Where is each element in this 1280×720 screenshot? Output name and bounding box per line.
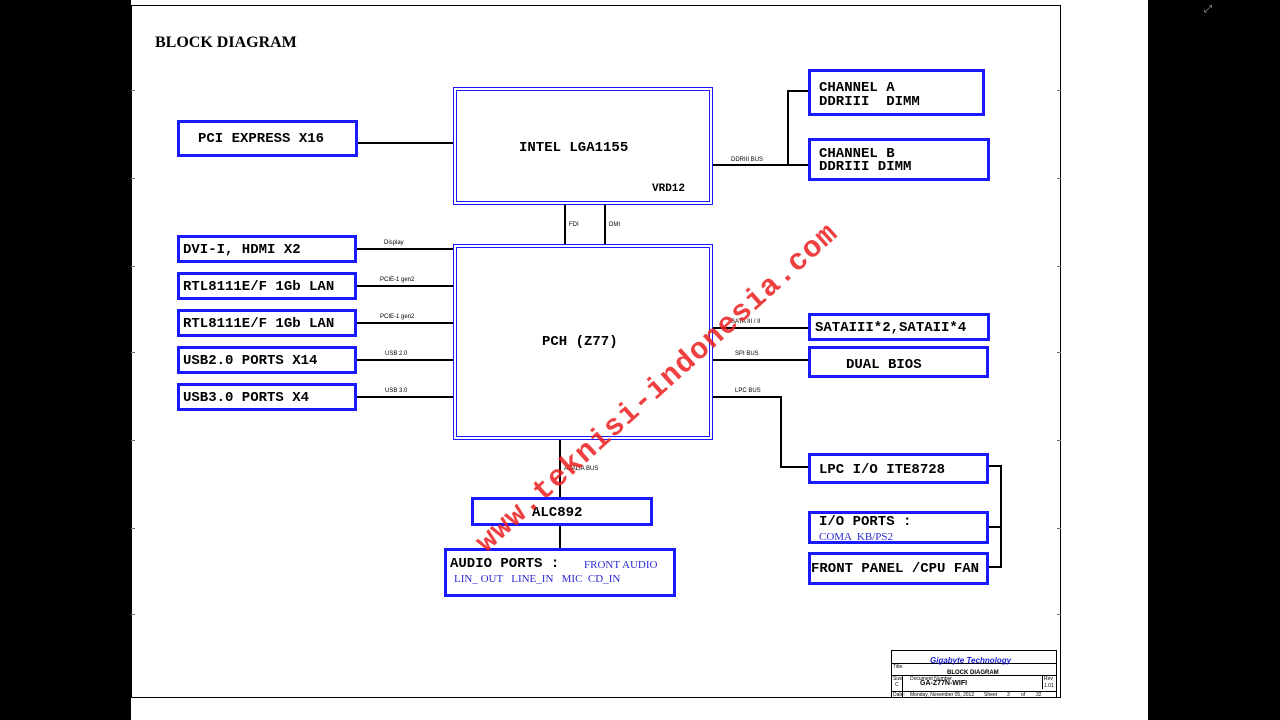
pch-block: PCH (Z77) [453,244,713,440]
tb-document: GA-Z77N-WIFI [920,680,968,687]
diagram-title: BLOCK DIAGRAM [155,34,297,51]
audio-front-label: FRONT AUDIO [584,559,658,571]
frame-tick [1057,90,1061,91]
tb-rev: 1.01 [1044,683,1054,689]
tb-rev-label: Rev [1044,676,1053,682]
frame-tick [1057,178,1061,179]
bus-label-usb2: USB 2.0 [385,351,408,357]
alc892-block: ALC892 [471,497,653,526]
channel-b-line2: DDRIII DIMM [819,159,912,175]
frame-tick [131,352,135,353]
front-panel-block: FRONT PANEL /CPU FAN [808,552,989,585]
cpu-label: INTEL LGA1155 [519,140,629,156]
lan1-block: RTL8111E/F 1Gb LAN [177,272,357,300]
tb-sheet: 3 [1007,692,1010,698]
frame-tick [1057,266,1061,267]
channel-b-block: CHANNEL B DDRIII DIMM [808,138,990,181]
pch-label: PCH (Z77) [542,334,618,350]
frame-tick [1057,528,1061,529]
channel-a-line1: CHANNEL A [819,80,895,96]
usb2-block: USB2.0 PORTS X14 [177,346,357,374]
title-block: Title Size C Document Number Rev 1.01 Da… [891,650,1057,698]
bus-label-pcie1: PCIE-1 gen2 [380,277,415,283]
pcie-block: PCI EXPRESS X16 [177,120,358,157]
usb3-block: USB3.0 PORTS X4 [177,383,357,411]
bus-label-dmi: DMI [609,222,620,228]
cpu-block: INTEL LGA1155 VRD12 [453,87,713,205]
lan2-label: RTL8111E/F 1Gb LAN [183,316,335,332]
frame-tick [1057,614,1061,615]
dvi-hdmi-label: DVI-I, HDMI X2 [183,242,301,258]
tb-sheet-label: Sheet [984,692,998,698]
frame-tick [131,528,135,529]
tb-date-label: Date: [893,692,905,698]
tb-sheet-title: BLOCK DIAGRAM [947,670,999,676]
vrd-label: VRD12 [652,183,686,195]
dvi-hdmi-block: DVI-I, HDMI X2 [177,235,357,263]
dual-bios-block: DUAL BIOS [808,346,989,378]
io-ports-label: I/O PORTS : [819,514,912,530]
pcie-label: PCI EXPRESS X16 [198,131,325,147]
sata-block: SATAIII*2,SATAII*4 [808,313,990,341]
channel-a-line2: DDRIII DIMM [819,94,920,110]
tb-title-label: Title [893,664,903,670]
bus-label-ddr: DDRIII BUS [731,157,764,163]
io-ports-block: I/O PORTS : COMA KB/PS2 [808,511,989,544]
bus-label-spi: SPI BUS [735,351,759,357]
frame-tick [1057,352,1061,353]
lan1-label: RTL8111E/F 1Gb LAN [183,279,335,295]
frame-tick [1057,440,1061,441]
bus-label-pcie2: PCIE-1 gen2 [380,314,415,320]
frame-tick [131,614,135,615]
bus-label-usb3: USB 3.0 [385,388,408,394]
frame-tick [131,90,135,91]
dual-bios-label: DUAL BIOS [846,357,922,373]
tb-company: Gigabyte Technology [930,656,1012,665]
tb-date: Monday, November 05, 2012 [910,692,975,698]
tb-size-label: Size [893,676,903,682]
bus-label-azalia: AZALIA BUS [564,466,599,472]
tb-doc-label: Document Number [910,676,952,682]
bus-label-sata: SATA III / II [731,319,761,325]
usb3-label: USB3.0 PORTS X4 [183,390,310,406]
frame-tick [131,266,135,267]
io-ports-sub: COMA KB/PS2 [819,531,893,543]
tb-of: 32 [1036,692,1042,698]
tb-size: C [895,682,899,688]
audio-ports-block: AUDIO PORTS : FRONT AUDIO LIN_ OUT LINE_… [444,548,676,597]
front-panel-label: FRONT PANEL /CPU FAN [811,561,980,577]
bus-label-display: Display [384,240,404,246]
channel-b-line1: CHANNEL B [819,146,895,162]
frame-tick [131,440,135,441]
audio-ports-label: AUDIO PORTS : [450,556,560,572]
bus-label-lpc: LPC BUS [735,388,761,394]
alc892-label: ALC892 [532,505,583,521]
channel-a-block: CHANNEL A DDRIII DIMM [808,69,985,116]
usb2-label: USB2.0 PORTS X14 [183,353,318,369]
lpc-io-label: LPC I/O ITE8728 [819,462,946,478]
bus-label-fdi: FDI [569,222,579,228]
sata-label: SATAIII*2,SATAII*4 [815,320,967,336]
fullscreen-icon[interactable]: ⤢ [1204,4,1212,15]
frame-tick [131,178,135,179]
drawing-frame [131,5,1061,698]
lan2-block: RTL8111E/F 1Gb LAN [177,309,357,337]
tb-of-label: of [1021,692,1026,698]
lpc-io-block: LPC I/O ITE8728 [808,453,989,484]
audio-ports-sub: LIN_ OUT LINE_IN MIC CD_IN [454,573,621,585]
